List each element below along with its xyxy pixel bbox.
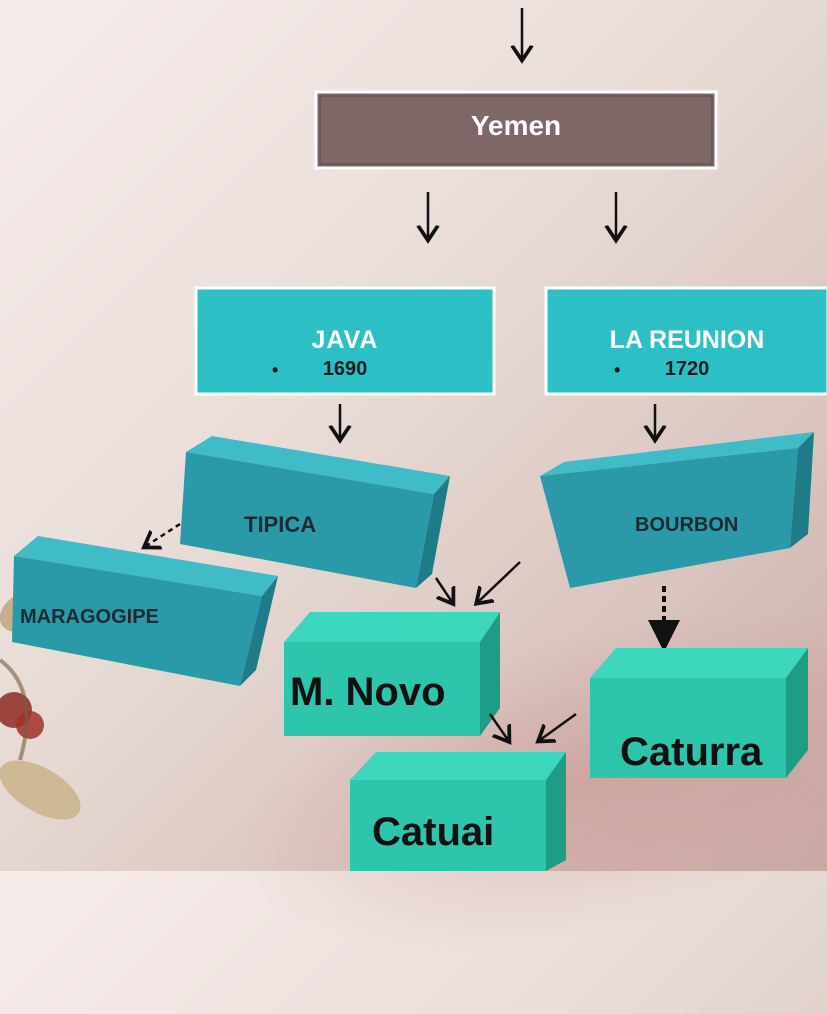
- coffee-lineage-diagram: [12, 8, 827, 871]
- caturra-label: Caturra: [620, 730, 763, 774]
- yemen-label: Yemen: [470, 110, 562, 141]
- reunion-bullet: •: [614, 360, 621, 380]
- mnovo-label: M. Novo: [290, 670, 446, 714]
- catuai-block: [350, 752, 566, 871]
- reunion-box: [544, 286, 827, 396]
- bourbon-label: BOURBON: [635, 514, 739, 536]
- arrow-tipica-maragogipe: [146, 522, 181, 546]
- arrow-bourbon-mnovo: [478, 561, 521, 602]
- tipica-label: TIPICA: [244, 512, 317, 537]
- yemen-box: [314, 90, 718, 170]
- maragogipe-block: [12, 536, 278, 686]
- mnovo-block: [284, 612, 500, 736]
- arrow-caturra-catuai: [540, 712, 577, 740]
- java-bullet: •: [272, 360, 279, 380]
- maragogipe-label: MARAGOGIPE: [20, 606, 159, 628]
- catuai-label: Catuai: [372, 810, 495, 854]
- java-year: 1690: [322, 358, 368, 380]
- caturra-block: [590, 648, 808, 778]
- reunion-label: LA REUNION: [609, 326, 765, 354]
- bourbon-block: [540, 432, 814, 588]
- arrow-tipica-mnovo: [434, 577, 452, 602]
- java-box: [194, 286, 496, 396]
- tipica-block: [180, 436, 450, 588]
- java-label: JAVA: [311, 326, 379, 354]
- reunion-year: 1720: [664, 358, 710, 380]
- arrow-mnovo-catuai: [488, 713, 508, 740]
